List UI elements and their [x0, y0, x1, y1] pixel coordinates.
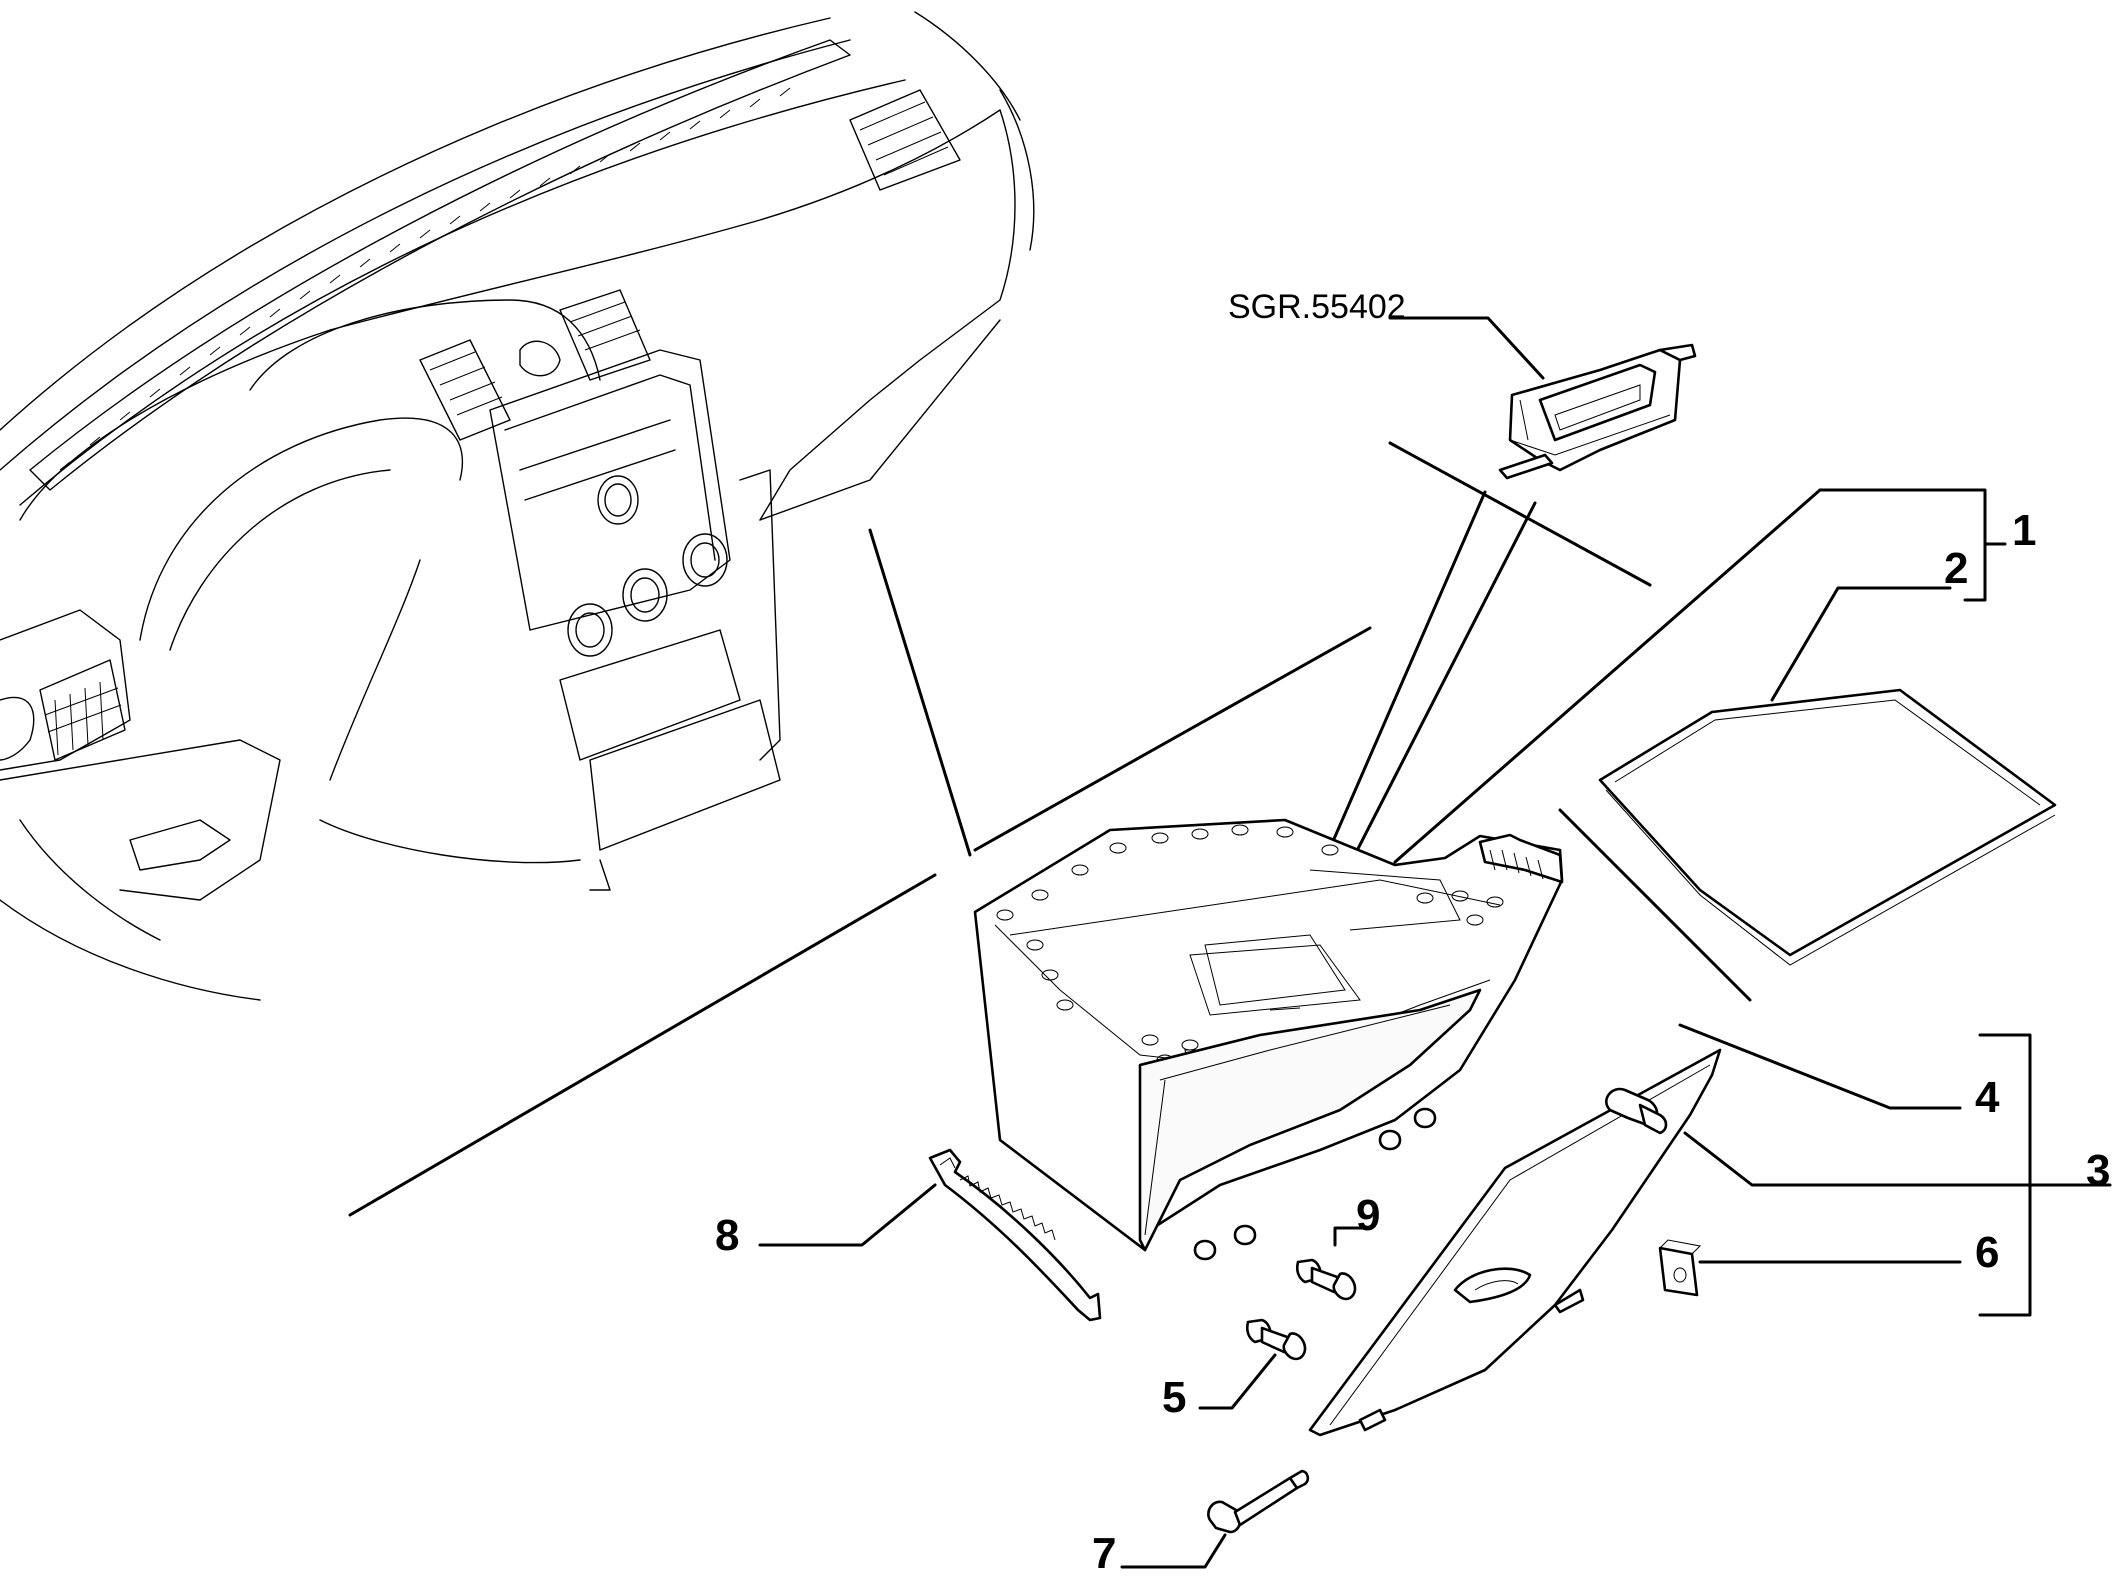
leader-lines	[758, 488, 2112, 1569]
part-label-8: 8	[715, 1211, 739, 1260]
part-7-long-bolt	[1207, 1469, 1310, 1534]
part-9-pin	[1295, 1258, 1357, 1301]
glovebox-body	[973, 818, 1564, 1261]
part-5-pin	[1245, 1318, 1307, 1361]
part-6-clip	[1658, 1239, 1702, 1297]
part-8-rack-strap	[928, 1148, 1102, 1322]
defroster-grille	[59, 87, 791, 471]
reference-code-label: SGR.55402	[1228, 288, 1406, 326]
part-label-2: 2	[1944, 544, 1968, 593]
part-label-7: 7	[1092, 1529, 1116, 1577]
part-label-5: 5	[1162, 1373, 1186, 1422]
climate-knobs	[567, 475, 728, 657]
part-label-1: 1	[2012, 506, 2036, 555]
part-label-6: 6	[1975, 1228, 1999, 1277]
part-4-bump-stop	[1605, 1087, 1668, 1135]
part-label-4: 4	[1975, 1073, 2000, 1122]
part-label-9: 9	[1356, 1191, 1380, 1240]
latch-reference	[1388, 316, 1697, 480]
part-2-glovebox-mat	[1598, 688, 2057, 966]
dashboard-illustration	[0, 11, 1035, 1001]
part-label-3: 3	[2086, 1146, 2110, 1195]
